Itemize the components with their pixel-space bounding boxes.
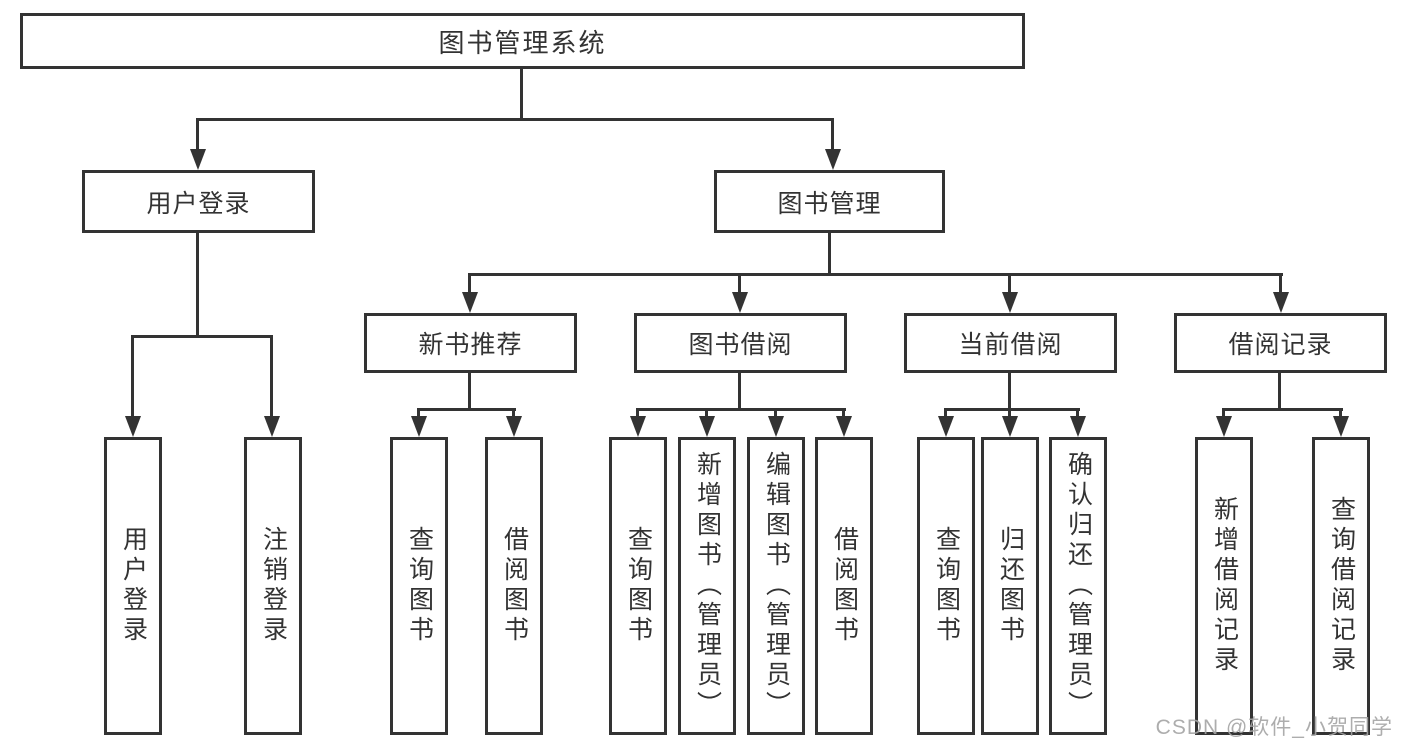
- arrowhead-down-icon: [1002, 416, 1018, 437]
- connector-line: [944, 408, 1080, 411]
- connector-line: [512, 408, 515, 420]
- leaf-borrow-books-borrowing: 借阅图书: [815, 437, 873, 735]
- leaf-query-books-current: 查询图书: [917, 437, 975, 735]
- connector-line: [1076, 408, 1079, 420]
- arrowhead-down-icon: [1273, 292, 1289, 313]
- arrowhead-down-icon: [1216, 416, 1232, 437]
- node-book-management: 图书管理: [714, 170, 945, 233]
- connector-line: [738, 373, 741, 411]
- connector-line: [1008, 373, 1011, 411]
- arrowhead-down-icon: [836, 416, 852, 437]
- connector-line: [1222, 408, 1225, 420]
- arrowhead-down-icon: [264, 416, 280, 437]
- connector-line: [468, 373, 471, 411]
- arrowhead-down-icon: [190, 149, 206, 170]
- leaf-logout: 注销登录: [244, 437, 302, 735]
- arrowhead-down-icon: [125, 416, 141, 437]
- csdn-watermark: CSDN @软件_小贺同学: [1155, 716, 1393, 739]
- leaf-return-book: 归还图书: [981, 437, 1039, 735]
- node-new-book-recommendation: 新书推荐: [364, 313, 577, 373]
- leaf-edit-book-admin: 编辑图书（管理员）: [747, 437, 805, 735]
- connector-line: [1278, 373, 1281, 411]
- arrowhead-down-icon: [938, 416, 954, 437]
- connector-line: [636, 408, 639, 420]
- connector-line: [1279, 273, 1282, 297]
- connector-line: [417, 408, 420, 420]
- leaf-query-borrow-record: 查询借阅记录: [1312, 437, 1370, 735]
- node-user-login: 用户登录: [82, 170, 315, 233]
- connector-line: [1008, 273, 1011, 297]
- connector-line: [131, 335, 273, 338]
- arrowhead-down-icon: [768, 416, 784, 437]
- leaf-add-borrow-record: 新增借阅记录: [1195, 437, 1253, 735]
- arrowhead-down-icon: [1333, 416, 1349, 437]
- connector-line: [197, 118, 834, 121]
- node-library-management-system: 图书管理系统: [20, 13, 1025, 69]
- arrowhead-down-icon: [825, 149, 841, 170]
- arrowhead-down-icon: [630, 416, 646, 437]
- node-current-borrowing: 当前借阅: [904, 313, 1117, 373]
- arrowhead-down-icon: [732, 292, 748, 313]
- leaf-add-book-admin: 新增图书（管理员）: [678, 437, 736, 735]
- arrowhead-down-icon: [411, 416, 427, 437]
- connector-line: [636, 408, 846, 411]
- arrowhead-down-icon: [1002, 292, 1018, 313]
- leaf-query-books-borrowing: 查询图书: [609, 437, 667, 735]
- connector-line: [270, 335, 273, 421]
- connector-line: [828, 233, 831, 276]
- leaf-confirm-return-admin: 确认归还（管理员）: [1049, 437, 1107, 735]
- connector-line: [738, 273, 741, 297]
- connector-line: [705, 408, 708, 420]
- connector-line: [196, 118, 199, 154]
- leaf-user-login: 用户登录: [104, 437, 162, 735]
- connector-line: [1008, 408, 1011, 420]
- arrowhead-down-icon: [462, 292, 478, 313]
- node-borrowing-records: 借阅记录: [1174, 313, 1387, 373]
- connector-line: [944, 408, 947, 420]
- connector-line: [831, 118, 834, 154]
- arrowhead-down-icon: [506, 416, 522, 437]
- connector-line: [468, 273, 1283, 276]
- node-book-borrowing: 图书借阅: [634, 313, 847, 373]
- connector-line: [196, 233, 199, 338]
- connector-line: [417, 408, 516, 411]
- connector-line: [842, 408, 845, 420]
- connector-line: [1222, 408, 1343, 411]
- leaf-borrow-books-recommend: 借阅图书: [485, 437, 543, 735]
- connector-line: [520, 68, 523, 121]
- leaf-query-books-recommend: 查询图书: [390, 437, 448, 735]
- arrowhead-down-icon: [1070, 416, 1086, 437]
- connector-line: [131, 335, 134, 421]
- connector-line: [774, 408, 777, 420]
- arrowhead-down-icon: [699, 416, 715, 437]
- connector-line: [468, 273, 471, 297]
- connector-line: [1339, 408, 1342, 420]
